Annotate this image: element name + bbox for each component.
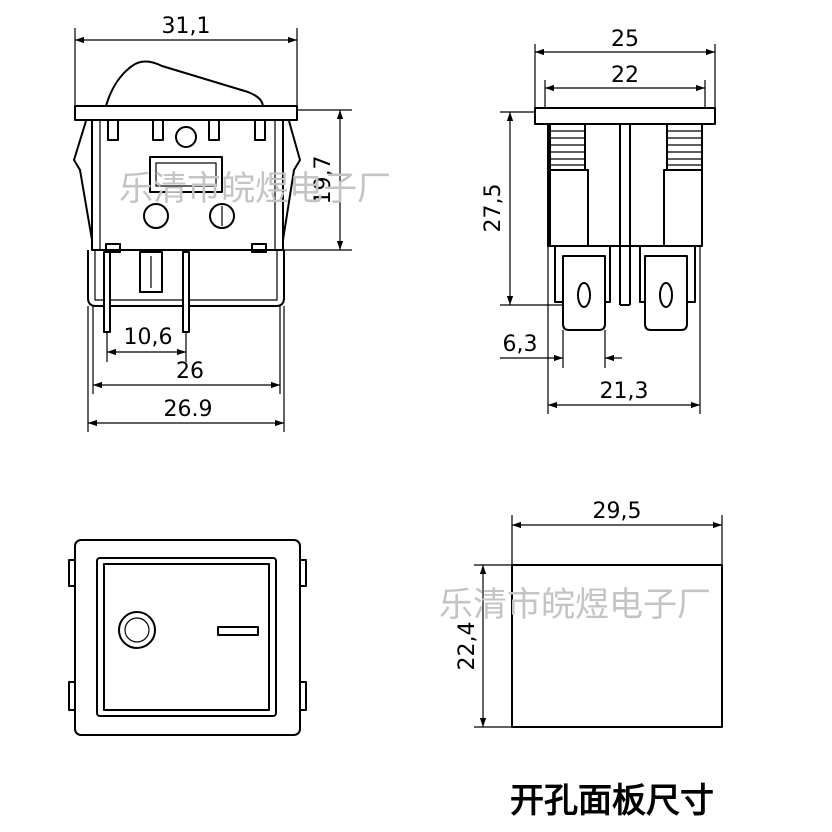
dim-label-cutout-width: 29,5 bbox=[593, 499, 642, 524]
right-snap-clip bbox=[282, 120, 301, 241]
dim-label-terminal-width: 6,3 bbox=[503, 332, 538, 357]
dim-label-base-width: 21,3 bbox=[600, 379, 649, 404]
quick-connect-tab-left bbox=[562, 255, 606, 331]
dim-label-body-width: 22 bbox=[611, 63, 639, 88]
dim-label-housing-width: 26.9 bbox=[164, 397, 213, 422]
off-symbol-icon bbox=[118, 611, 156, 649]
rocker-actuator bbox=[105, 60, 264, 107]
switch-flange bbox=[74, 105, 298, 121]
cutout-rectangle bbox=[511, 564, 723, 728]
side-view: 25 22 bbox=[481, 27, 716, 414]
panel-cutout: 29,5 22,4 开孔面板尺寸 bbox=[455, 499, 723, 821]
watermark-text: 乐清市皖煜电子厂 bbox=[439, 585, 711, 625]
tab-hole bbox=[577, 282, 591, 308]
dim-label-body-width: 26 bbox=[176, 359, 204, 384]
terminal-pin-left bbox=[103, 251, 111, 333]
dim-label-overall-width: 31,1 bbox=[162, 14, 211, 39]
indicator-window-inner bbox=[155, 162, 217, 187]
body-tab bbox=[152, 119, 164, 141]
terminal-pin-right bbox=[182, 251, 190, 333]
body-tab bbox=[208, 119, 220, 141]
mount-hole bbox=[143, 203, 169, 229]
side-flange bbox=[534, 107, 716, 125]
base-tab bbox=[105, 243, 121, 253]
dim-label-flange-width: 25 bbox=[611, 27, 639, 52]
dim-label-height: 27,5 bbox=[481, 184, 506, 233]
side-lower-block bbox=[663, 169, 703, 247]
body-tab bbox=[107, 119, 119, 141]
cutout-title: 开孔面板尺寸 bbox=[510, 781, 714, 821]
tab-hole bbox=[659, 282, 673, 308]
on-symbol-icon bbox=[217, 626, 259, 636]
indicator-window bbox=[149, 156, 223, 193]
dim-label-pin-spacing: 10,6 bbox=[124, 325, 173, 350]
face-bezel bbox=[74, 539, 301, 736]
quick-connect-tab-right bbox=[644, 255, 688, 331]
watermark-text: 乐清市皖煜电子厂 bbox=[119, 169, 391, 209]
dim-label-height: 19,7 bbox=[311, 156, 336, 205]
off-symbol-inner bbox=[124, 617, 150, 643]
side-lower-block bbox=[549, 169, 589, 247]
front-view: 31,1 bbox=[73, 14, 352, 432]
left-snap-clip bbox=[73, 120, 93, 241]
mount-hole bbox=[209, 203, 235, 229]
dim-label-cutout-height: 22,4 bbox=[455, 622, 480, 671]
body-rivet bbox=[175, 126, 197, 148]
base-tab bbox=[251, 243, 267, 253]
right-ribs bbox=[666, 123, 703, 171]
face-view bbox=[68, 539, 307, 736]
switch-body bbox=[91, 119, 284, 251]
rocker-face-inner bbox=[103, 563, 270, 711]
side-body bbox=[547, 123, 703, 247]
body-tab bbox=[254, 119, 266, 141]
rocker-face-outer bbox=[96, 557, 277, 717]
left-ribs bbox=[549, 123, 586, 171]
